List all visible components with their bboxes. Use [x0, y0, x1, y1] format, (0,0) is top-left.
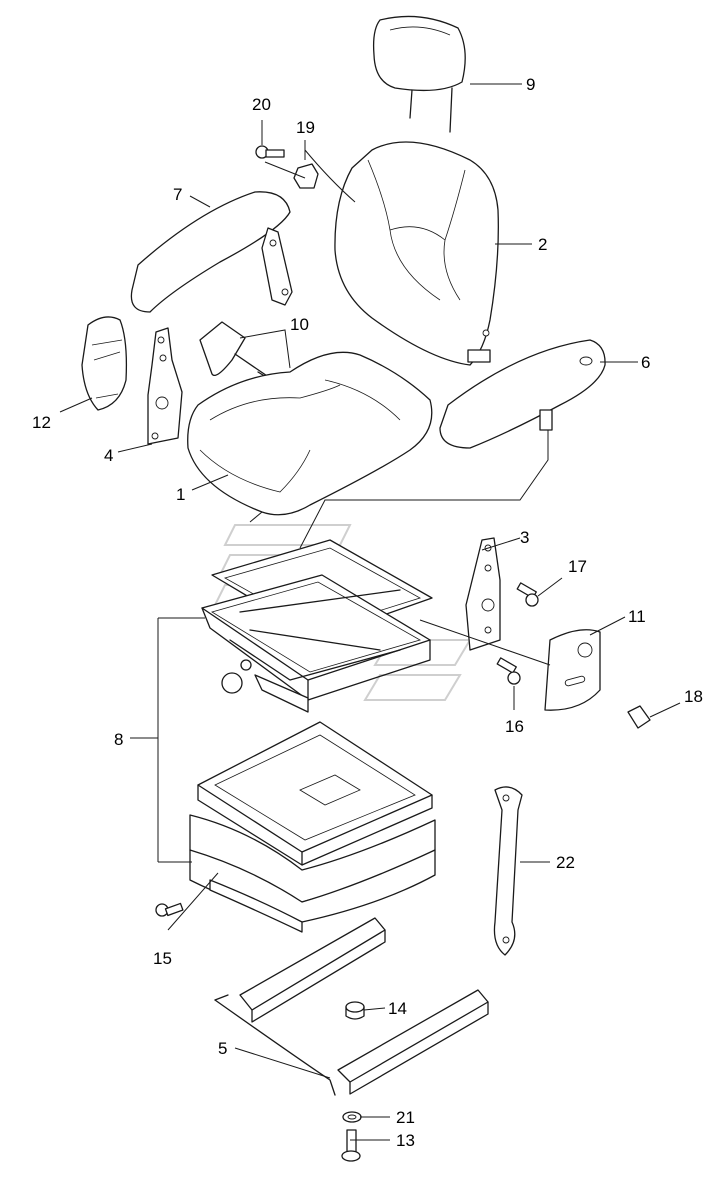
callout-2: 2	[538, 235, 547, 254]
callout-3: 3	[520, 528, 529, 547]
recliner-bracket-left	[147, 327, 183, 445]
headrest	[372, 15, 466, 133]
callout-14: 14	[388, 999, 407, 1018]
callout-8: 8	[114, 730, 123, 749]
callout-18: 18	[684, 687, 703, 706]
callout-11: 11	[628, 607, 646, 626]
recliner-bracket-right	[465, 537, 501, 651]
callout-6: 6	[641, 353, 650, 372]
riser-box	[189, 721, 436, 933]
bolt-15	[155, 902, 184, 917]
suspension-mechanism	[201, 539, 433, 713]
callout-17: 17	[568, 557, 587, 576]
bolt-13	[341, 1129, 361, 1162]
left-armrest	[130, 191, 293, 313]
callout-13: 13	[396, 1131, 415, 1150]
slide-rails	[214, 917, 489, 1096]
callout-7: 7	[173, 185, 182, 204]
grab-strap	[493, 786, 523, 956]
callout-19: 19	[296, 118, 315, 137]
callout-10: 10	[290, 315, 309, 334]
bolt-20	[255, 145, 285, 159]
callout-21: 21	[396, 1108, 415, 1127]
cover-plate	[544, 629, 601, 711]
backrest	[334, 141, 499, 366]
seat-cushion	[187, 351, 433, 516]
bolt-16	[496, 657, 521, 685]
leader-lines	[59, 83, 681, 1141]
nut-14	[345, 1001, 365, 1020]
bolt-17	[516, 582, 539, 607]
side-cover	[81, 316, 128, 411]
callout-4: 4	[104, 446, 113, 465]
callout-9: 9	[526, 75, 535, 94]
callout-16: 16	[505, 717, 524, 736]
screw-18	[627, 705, 651, 729]
callout-15: 15	[153, 949, 172, 968]
callout-5: 5	[218, 1039, 227, 1058]
callout-12: 12	[32, 413, 51, 432]
knob-19	[293, 163, 319, 189]
callout-1: 1	[176, 485, 185, 504]
right-armrest	[439, 339, 606, 449]
callout-22: 22	[556, 853, 575, 872]
washer-21	[342, 1111, 362, 1123]
callout-20: 20	[252, 95, 271, 114]
